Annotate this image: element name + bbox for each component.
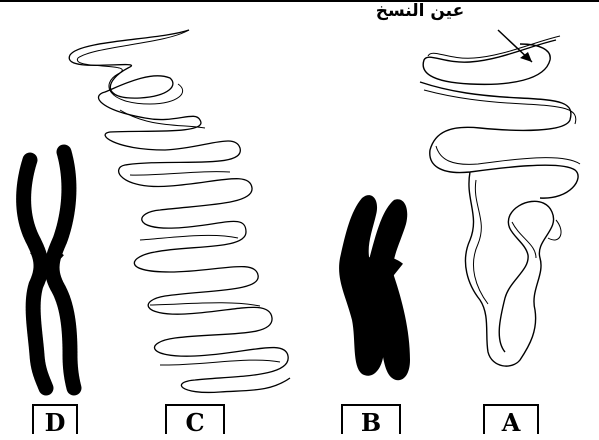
transcription-loop-annotation: عين النسخ [350,1,490,21]
chromosome-b [339,195,410,380]
chromosome-c [69,30,290,392]
label-b: B [341,404,401,434]
label-c: C [165,404,225,434]
label-d: D [32,404,78,434]
chromosome-d [24,152,74,388]
label-a: A [483,404,539,434]
chromosome-a [420,30,580,366]
